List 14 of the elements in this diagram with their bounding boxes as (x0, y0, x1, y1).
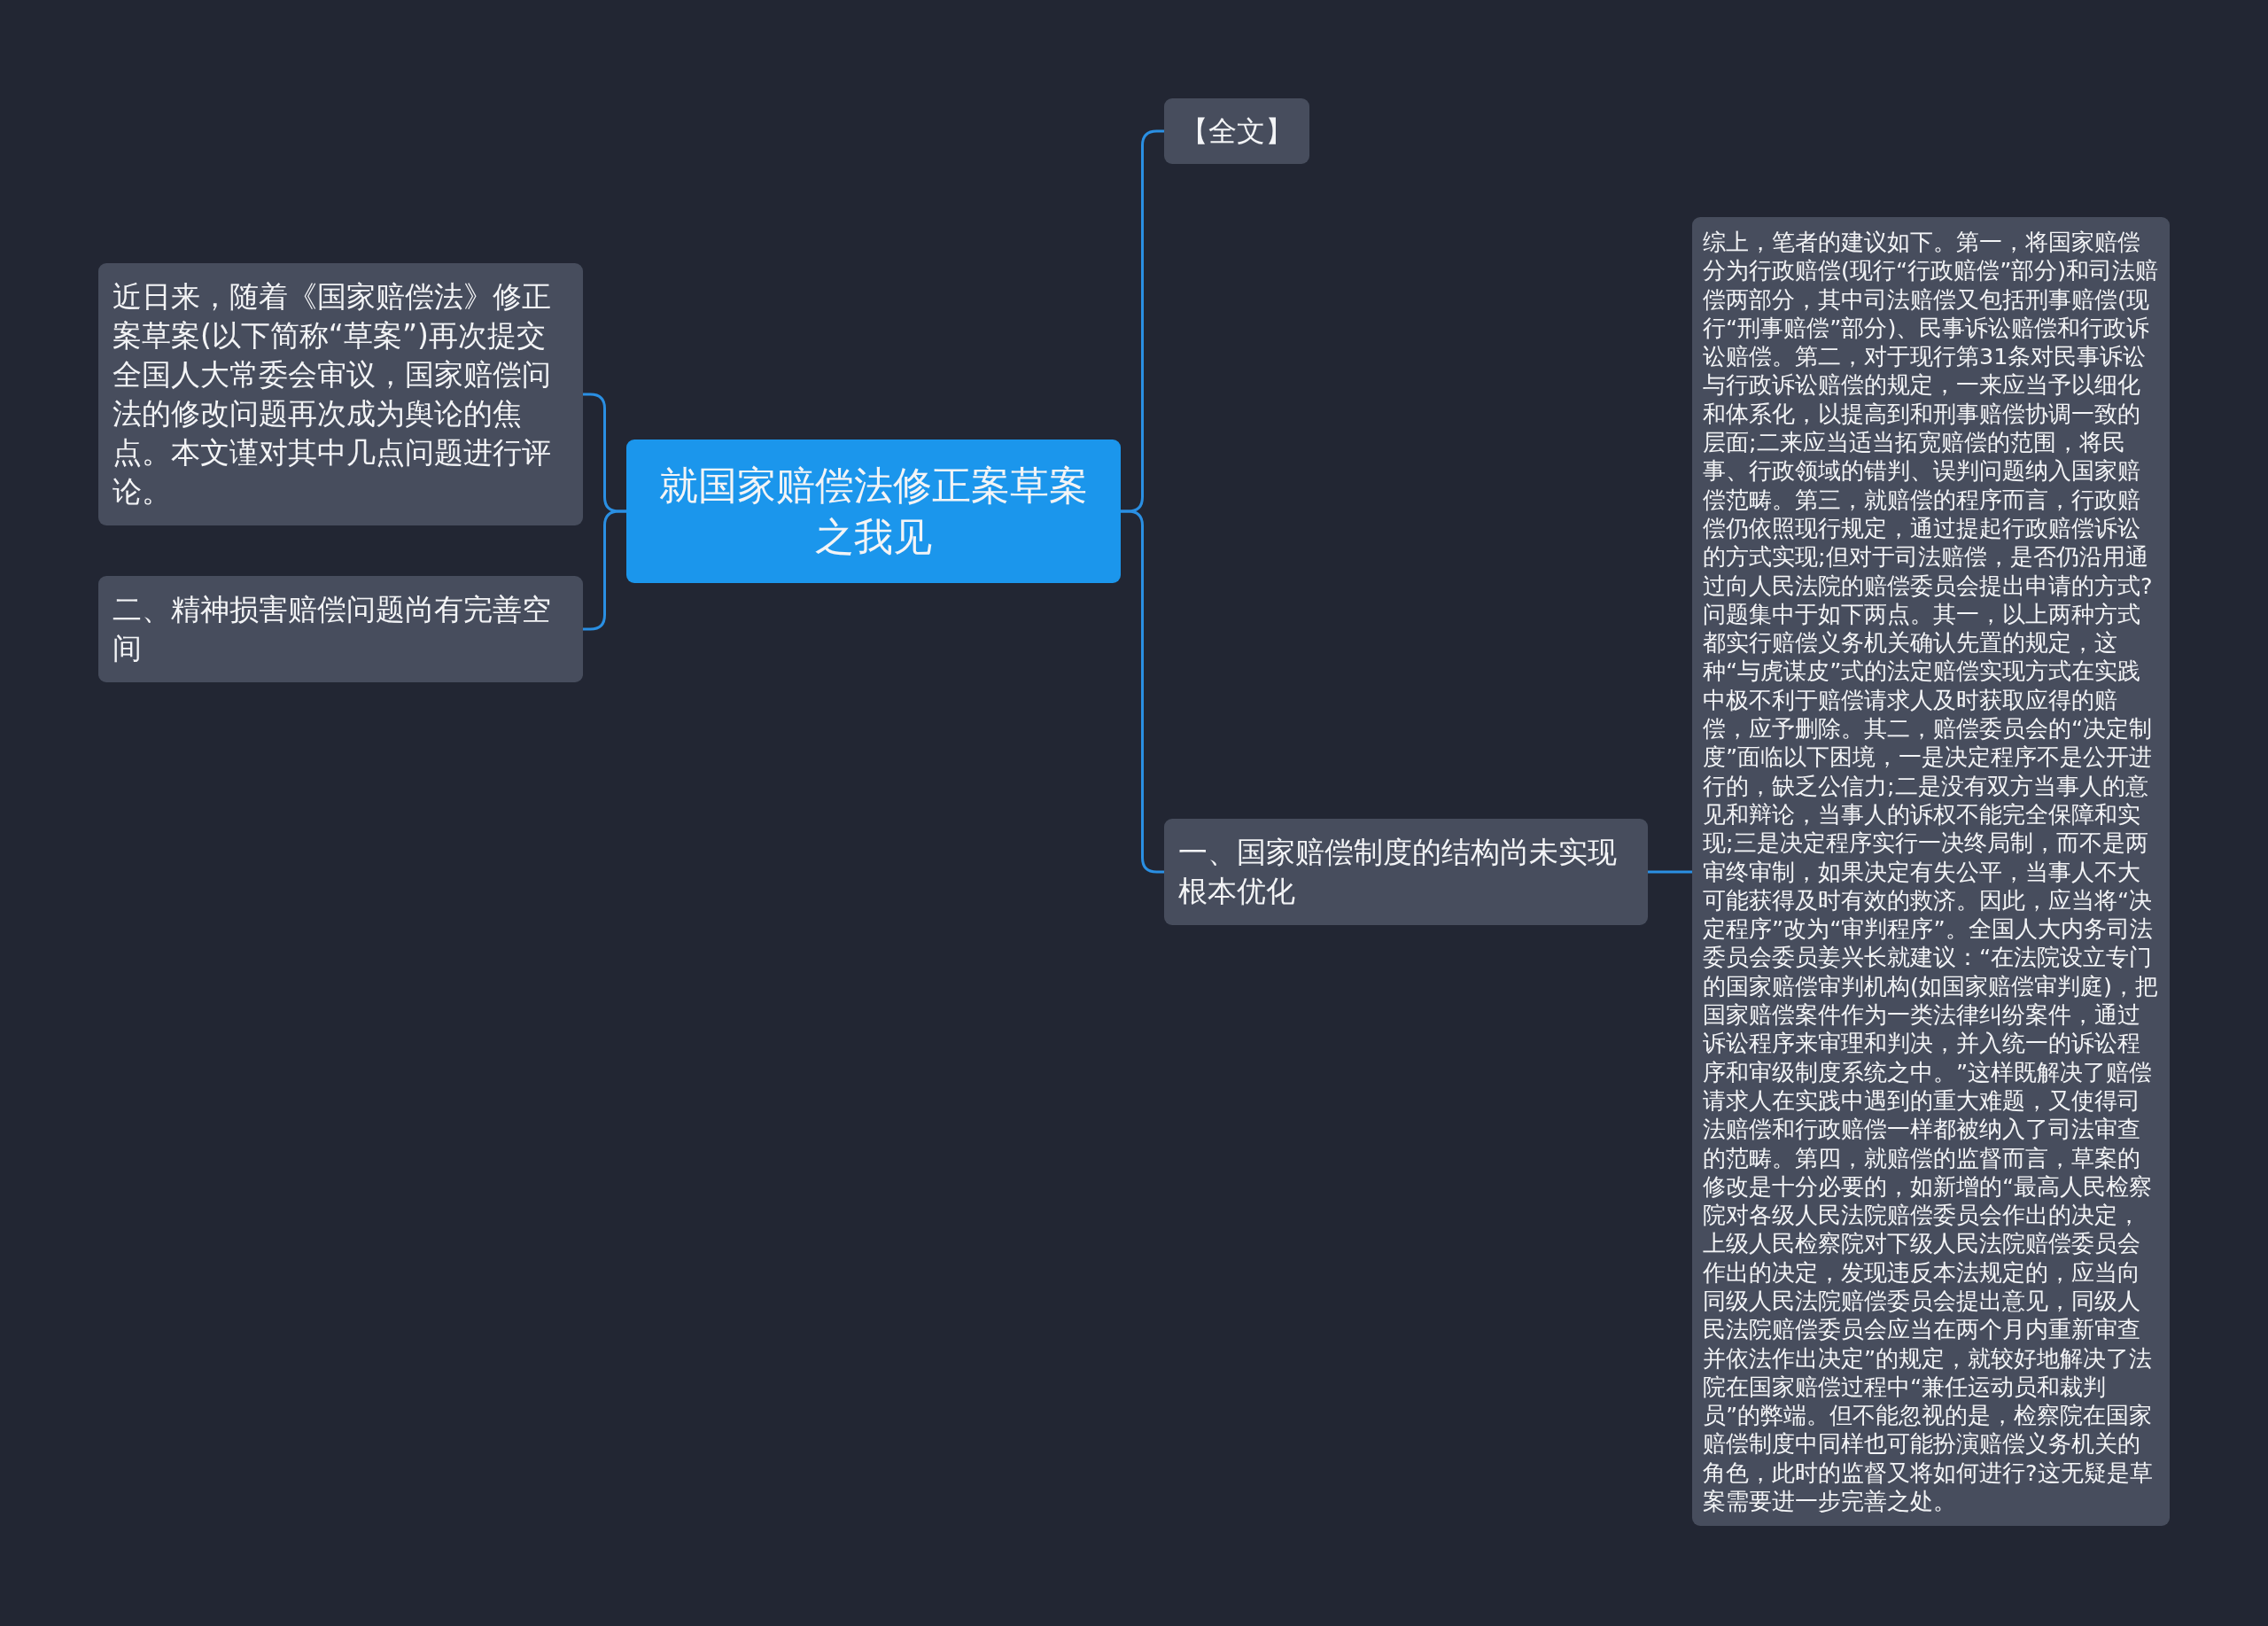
connector-line (1648, 870, 1692, 874)
connector-line (583, 510, 626, 631)
connector-line (1121, 510, 1164, 874)
topic-box (1164, 98, 1309, 164)
topic-text: 一、国家赔偿制度的结构尚未实现根本优化 (1178, 834, 1618, 910)
note-text: 综上，笔者的建议如下。第一，将国家赔偿分为行政赔偿(现行“行政赔偿”部分)和司法赔偿两部分，其中司法赔偿又包括刑事赔偿(现行“刑事赔偿”部分)、民事诉讼赔偿和行政诉讼赔偿。第二，对于现行第31条对民事诉讼与行政诉讼赔偿的规定，一来应当予以细化和体系化，以提高到和刑事赔偿协调一致的层面;二来应当适当拓宽赔偿的范围，将民事、行政领域的错判、误判问题纳入国家赔偿范畴。第三，就赔偿的程序而言，行政赔偿仍依照现行规定，通过提起行政赔偿诉讼的方式实现;但对于司法赔偿，是否仍沿用通过向人民法院的赔偿委员会提出申请的方式?问题集中于如下两点。其一，以上两种方式都实行赔偿义务机关确认先置的规定，这种“与虎谋皮”式的法定赔偿实现方式在实践中极不利于赔偿请求人及时获取应得的赔偿，应予删除。其二，赔偿委员会的“决定制度”面临以下困境，一是决定程序不是公开进行的，缺乏公信力;二是没有双方当事人的意见和辩论，当事人的诉权不能完全保障和实现;三是决定程序实行一决终局制，而不是两审终审制，如果决定有失公平，当事人不大可能获得及时有效的救济。因此，应当将“决定程序”改为“审判程序”。全国人大内务司法委员会委员姜兴长就建议：“在法院设立专门的国家赔偿审判机构(如国家赔偿审判庭)，把国家赔偿案件作为一类法律纠纷案件，通过诉讼程序来审理和判决，并入统一的诉讼程序和审级制度系统之中。”这样既解决了赔偿请求人在实践中遇到的重大难题，又使得司法赔偿和行政赔偿一样都被纳入了司法审查的范畴。第四，就赔偿的监督而言，草案的修改是十分必要的，如新增的“最高人民检察院对各级人民法院赔偿委员会作出的决定，上级人民检察院对下级人民法院赔偿委员会作出的决定，发现违反本法规定的，应当向同级人民法院赔偿委员会提出意见，同级人民法院赔偿委员会应当在两个月内重新审查并依法作出决定”的规定，就较好地解决了法院在国家赔偿过程中“兼任运动员和裁判员”的弊端。但不能忽视的是，检察院在国家赔偿制度中同样也可能扮演赔偿义务机关的角色，此时的监督又将如何进行?这无疑是草案需要进一步完善之处。 (1703, 228, 2159, 1516)
topic-box (98, 263, 583, 525)
topic-text: 二、精神损害赔偿问题尚有完善空间 (113, 591, 552, 667)
central-topic-box (626, 440, 1121, 583)
topic-text: 近日来，随着《国家赔偿法》修正案草案(以下简称“草案”)再次提交全国人大常委会审议，国家赔偿问法的修改问题再次成为舆论的焦点。本文谨对其中几点问题进行评论。 (113, 278, 552, 510)
central-topic-text: 就国家赔偿法修正案草案之我见 (658, 462, 1089, 561)
topic-box (98, 576, 583, 682)
topic-box (1164, 819, 1648, 925)
topic-text: 【全文】 (1180, 113, 1293, 150)
